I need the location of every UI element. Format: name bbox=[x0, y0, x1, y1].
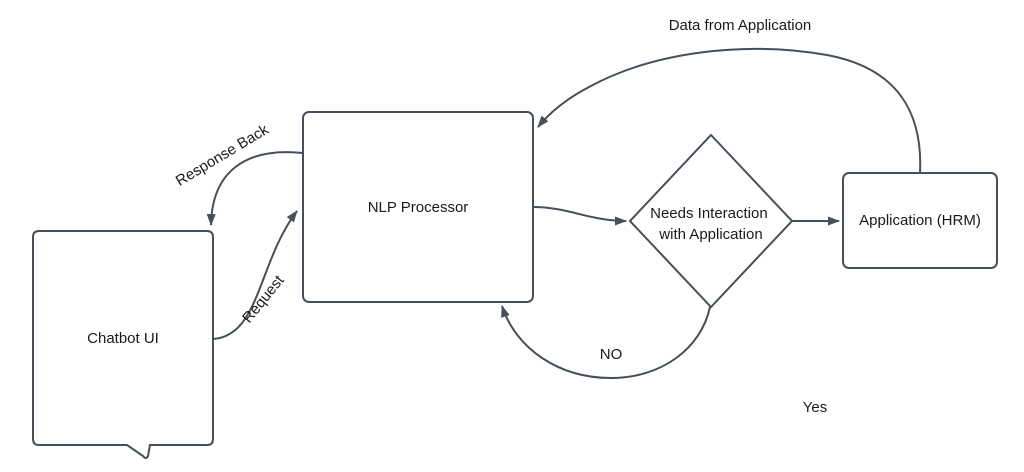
edge-request bbox=[212, 210, 298, 340]
chatbot-ui-label: Chatbot UI bbox=[87, 330, 159, 347]
edge-label-data-from-application: Data from Application bbox=[669, 17, 812, 34]
edge-no-loop bbox=[501, 305, 711, 380]
chatbot-ui-shape bbox=[32, 230, 214, 459]
decision-shape bbox=[628, 133, 794, 309]
edge-response-back bbox=[206, 151, 304, 226]
edge-nlp-to-decision bbox=[532, 206, 627, 226]
node-nlp-processor: NLP Processor bbox=[302, 111, 534, 303]
edge-data-from-application bbox=[537, 47, 922, 174]
application-hrm-label: Application (HRM) bbox=[859, 212, 981, 229]
nlp-processor-label: NLP Processor bbox=[368, 199, 469, 216]
node-chatbot-ui: Chatbot UI bbox=[32, 230, 214, 459]
node-decision-diamond: Needs Interaction with Application bbox=[628, 133, 794, 309]
node-application-hrm: Application (HRM) bbox=[842, 172, 998, 269]
edge-label-no: NO bbox=[600, 346, 623, 363]
edge-label-yes: Yes bbox=[803, 399, 827, 416]
decision-label: Needs Interaction with Application bbox=[650, 205, 772, 243]
